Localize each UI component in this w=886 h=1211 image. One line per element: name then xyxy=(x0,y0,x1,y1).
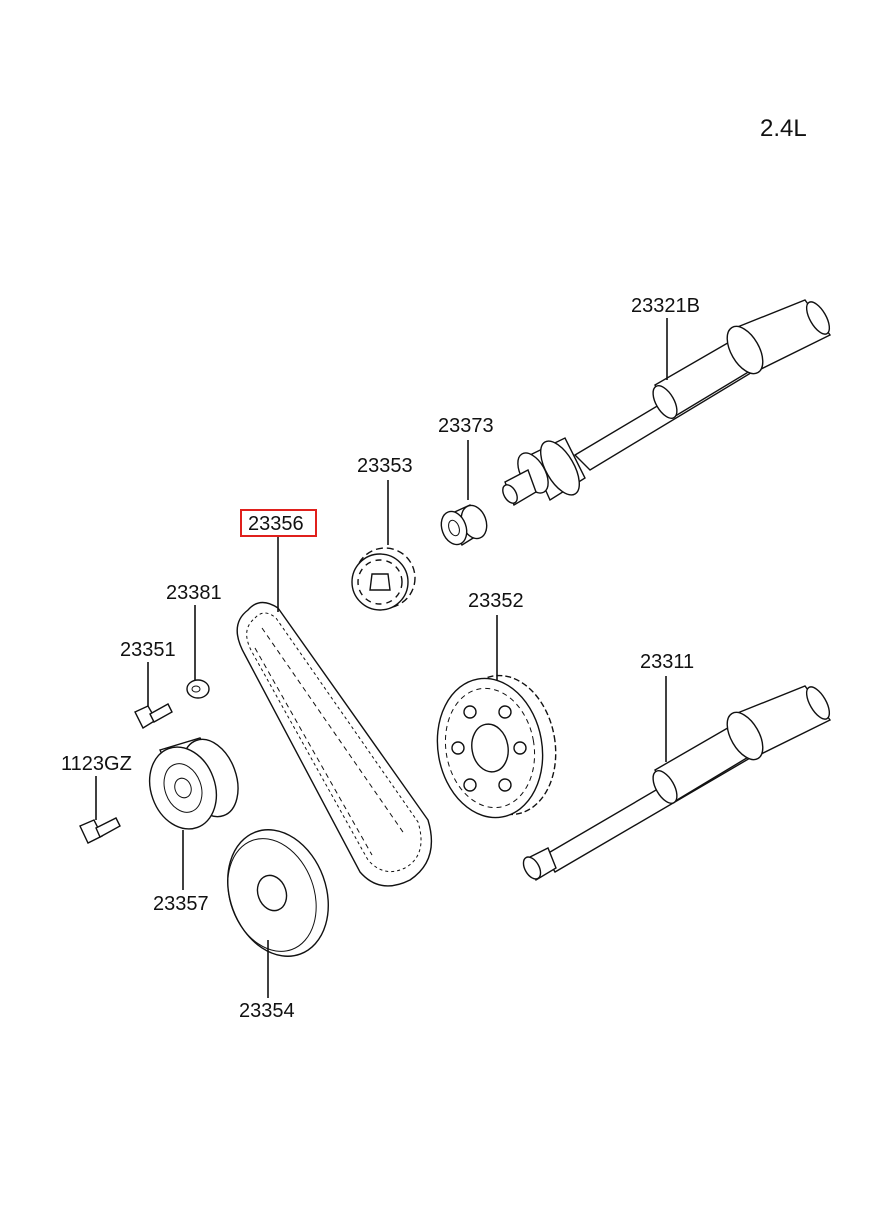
balance-shaft-upper[interactable] xyxy=(500,298,834,507)
label-23351[interactable]: 23351 xyxy=(120,639,176,661)
label-23357[interactable]: 23357 xyxy=(153,893,209,915)
bolt-1123GZ[interactable] xyxy=(79,817,121,844)
washer-23381[interactable] xyxy=(186,679,210,699)
sprocket-23353[interactable] xyxy=(351,547,416,611)
label-1123GZ[interactable]: 1123GZ xyxy=(61,753,132,775)
label-23354[interactable]: 23354 xyxy=(239,1000,295,1022)
engine-label: 2.4L xyxy=(760,115,807,142)
label-23373[interactable]: 23373 xyxy=(438,415,494,437)
flange-plate-23354[interactable] xyxy=(211,816,346,971)
bushing-23373[interactable] xyxy=(437,502,491,548)
bolt-23351[interactable] xyxy=(134,703,173,729)
highlight-box-23356 xyxy=(240,509,317,537)
label-23356[interactable]: 23356 xyxy=(248,513,304,535)
sprocket-23352[interactable] xyxy=(427,667,567,826)
timing-belt-23356[interactable] xyxy=(236,601,433,887)
balance-shaft-lower[interactable] xyxy=(520,683,834,882)
label-23353[interactable]: 23353 xyxy=(357,455,413,477)
label-23352[interactable]: 23352 xyxy=(468,590,524,612)
label-23311[interactable]: 23311 xyxy=(640,651,694,673)
idler-pulley-23357[interactable] xyxy=(139,732,249,839)
label-23381[interactable]: 23381 xyxy=(166,582,222,604)
label-23321B[interactable]: 23321B xyxy=(631,295,700,317)
